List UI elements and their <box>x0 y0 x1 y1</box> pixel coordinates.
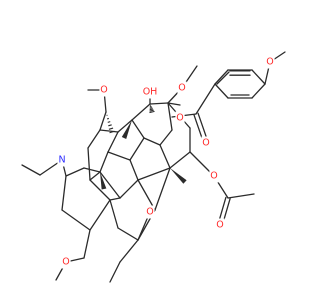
wedge-bond <box>121 120 132 139</box>
atom-label-methoxy-bottom: O <box>146 207 153 218</box>
skeleton-bond <box>117 227 139 241</box>
skeleton-bond <box>129 159 139 181</box>
atom-label-ester-oxygen-benzoate: O <box>176 113 183 124</box>
wedge-bond <box>100 172 107 190</box>
methoxy-bond <box>119 239 139 263</box>
aryl-ring-bond <box>251 69 266 85</box>
hashed-bond <box>106 114 115 134</box>
atom-label-methoxy-top: O <box>178 83 185 94</box>
aryl-ring-bond <box>251 83 266 99</box>
skeleton-bond <box>65 167 85 177</box>
skeleton-bond <box>119 179 139 199</box>
skeleton-bond <box>61 209 91 231</box>
c-to-ester-o-bond <box>167 102 181 106</box>
atom-label-carbonyl-benzoate: O <box>202 138 209 149</box>
atom-label-background <box>265 55 275 69</box>
skeleton-bond <box>159 144 171 169</box>
atom-label-background <box>175 111 185 125</box>
hash-stroke <box>149 109 154 112</box>
atom-label-methoxy-left: O <box>100 85 107 96</box>
skeleton-bond <box>83 167 101 173</box>
skeleton-bond <box>169 151 191 169</box>
atom-label-background <box>145 205 155 219</box>
hash-stroke <box>108 124 112 127</box>
skeleton-bond <box>131 103 151 121</box>
atom-label-layer: OH O O O O O N O O O O <box>57 55 275 269</box>
skeleton-bond <box>89 179 111 201</box>
atom-label-amine-nitrogen: N <box>58 155 65 166</box>
skeleton-bond <box>87 147 91 181</box>
acetyl-carbonyl-double-bond <box>218 196 227 223</box>
skeleton-bond <box>107 151 131 161</box>
skeleton-bond <box>99 111 107 131</box>
skeleton-bond <box>131 119 145 139</box>
c-to-ch2-bond <box>83 229 91 259</box>
skeleton-bond <box>109 199 119 229</box>
hash-stroke <box>107 121 111 123</box>
hash-stroke <box>149 110 155 114</box>
acetyl-methyl-bond <box>227 193 255 199</box>
skeleton-bond <box>137 167 171 181</box>
ethyl-methyl-bond <box>21 164 41 176</box>
skeleton-bond <box>99 129 119 133</box>
hash-stroke <box>149 108 154 111</box>
skeleton-bond <box>107 131 119 153</box>
atom-label-methoxymethyl-oxygen: O <box>62 257 69 268</box>
skeleton-bond <box>87 129 101 149</box>
hashed-bond <box>149 104 155 114</box>
atom-label-background <box>142 85 158 99</box>
skeleton-bond <box>159 129 173 146</box>
atom-label-hydroxyl: OH <box>143 87 158 98</box>
aryl-ring-bond <box>214 69 229 85</box>
atom-label-background <box>177 81 187 95</box>
atom-label-background <box>201 136 211 150</box>
skeleton-bond <box>143 137 161 146</box>
hash-stroke <box>108 127 114 130</box>
skeleton-bond <box>89 199 111 231</box>
skeleton-bond <box>129 137 145 161</box>
aryl-ring-inner-bond <box>216 71 230 85</box>
skeleton-bond <box>167 102 173 131</box>
atom-label-background <box>99 83 109 97</box>
aryl-ring-bond <box>214 83 229 99</box>
wedge-bond <box>170 168 187 184</box>
methoxy-methyl-bond <box>109 261 121 283</box>
skeleton-bond <box>99 171 121 199</box>
hash-stroke <box>149 107 153 109</box>
atom-label-acetyl-carbonyl: O <box>216 220 223 231</box>
aryl-to-carbonyl-bond <box>195 83 216 115</box>
atom-label-background <box>209 169 219 183</box>
hash-stroke <box>109 130 115 134</box>
skeleton-bond <box>99 151 109 173</box>
atom-label-background <box>57 153 67 167</box>
atom-label-methoxy-aryl: O <box>266 57 273 68</box>
skeleton-bond <box>137 179 156 211</box>
skeleton-bond <box>61 175 67 211</box>
skeleton-bond <box>109 197 121 201</box>
molecule-structure-diagram: OH O O O O O N O O O O <box>21 51 286 283</box>
skeleton-bond <box>117 119 133 133</box>
skeleton-bond <box>149 102 169 105</box>
atom-label-acetoxy-oxygen: O <box>210 171 217 182</box>
atom-label-background <box>215 218 225 232</box>
skeleton-bond <box>154 167 171 211</box>
atom-label-background <box>61 255 71 269</box>
benzoate-carbonyl-double-bond <box>197 112 208 140</box>
benzoate-carbonyl-double-bond <box>193 114 204 142</box>
skeleton-bond <box>89 171 101 181</box>
